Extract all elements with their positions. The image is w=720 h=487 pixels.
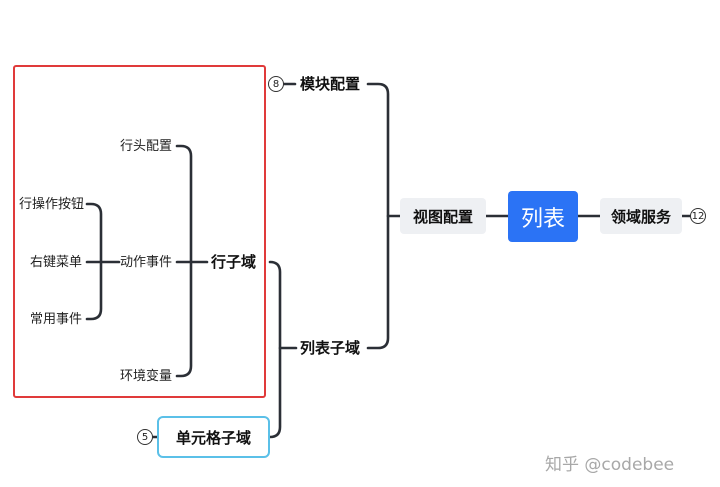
domain-service-count-badge[interactable]: 12 <box>690 208 706 224</box>
row-buttons-node[interactable]: 行操作按钮 <box>19 197 85 212</box>
view-config-node[interactable]: 视图配置 <box>400 198 486 234</box>
common-events-node[interactable]: 常用事件 <box>30 312 83 327</box>
cell-subdomain-node[interactable]: 单元格子域 <box>157 416 270 458</box>
root-label: 列表 <box>520 206 565 232</box>
module-config-count-badge[interactable]: 8 <box>268 76 284 92</box>
context-menu-node[interactable]: 右键菜单 <box>30 255 83 270</box>
action-events-node[interactable]: 动作事件 <box>120 255 173 270</box>
module-config-node[interactable]: 模块配置 <box>300 75 361 93</box>
domain-service-label: 领域服务 <box>610 207 671 226</box>
header-config-node[interactable]: 行头配置 <box>120 139 173 154</box>
highlight-frame <box>13 65 266 398</box>
root-node[interactable]: 列表 <box>508 191 578 242</box>
list-subdomain-node[interactable]: 列表子域 <box>300 339 361 357</box>
row-domain-node[interactable]: 行子域 <box>211 253 257 271</box>
domain-service-node[interactable]: 领域服务 <box>600 198 682 234</box>
env-vars-node[interactable]: 环境变量 <box>120 369 173 384</box>
view-config-label: 视图配置 <box>412 207 473 226</box>
cell-subdomain-label: 单元格子域 <box>175 428 251 447</box>
watermark: 知乎 @codebee <box>545 455 675 475</box>
cell-subdomain-count-badge[interactable]: 5 <box>137 429 153 445</box>
